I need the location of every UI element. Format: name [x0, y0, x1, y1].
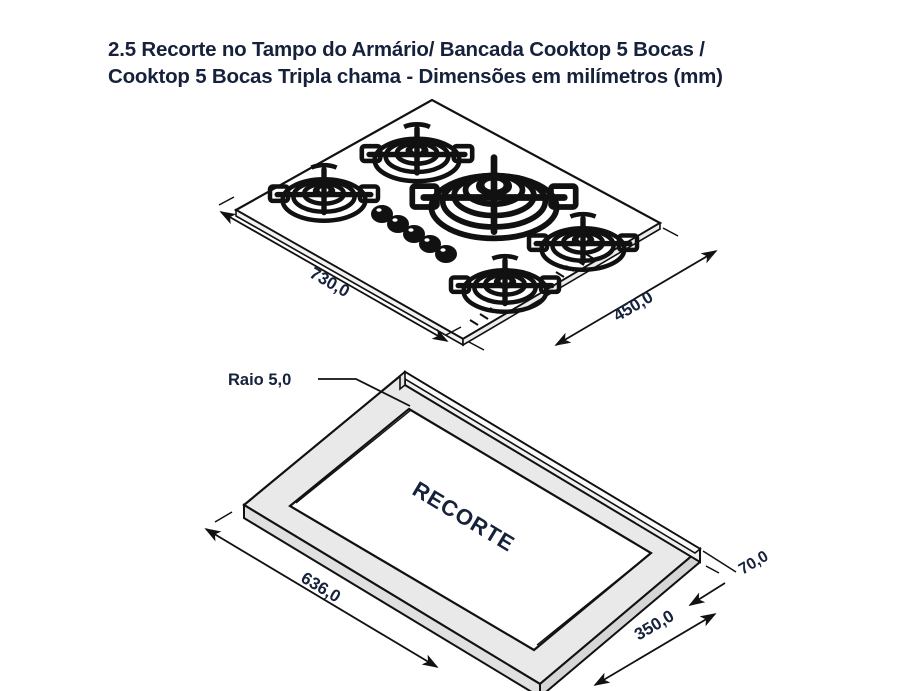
radius-leader-line	[318, 378, 411, 407]
dimension-label-450: 450,0	[610, 287, 656, 325]
cooktop-top-plate	[233, 98, 663, 347]
dimension-label-70: 70,0	[736, 548, 772, 579]
cutout-figure: RECORTE Raio 5,0 636,0 350,0	[204, 370, 772, 691]
cooktop-figure: 730,0 450,0	[218, 98, 719, 351]
page-title-line-1: 2.5 Recorte no Tampo do Armário/ Bancada…	[108, 38, 705, 61]
radius-callout: Raio 5,0	[228, 371, 411, 407]
page-title-line-2: Cooktop 5 Bocas Tripla chama - Dimensões…	[108, 65, 723, 88]
page-title: 2.5 Recorte no Tampo do Armário/ Bancada…	[108, 36, 838, 90]
dimension-70: 70,0	[688, 548, 772, 606]
radius-callout-label: Raio 5,0	[228, 371, 291, 389]
cutout-rim-lines	[295, 409, 652, 646]
control-knob[interactable]	[435, 245, 457, 263]
countertop-back-rail	[398, 370, 702, 564]
